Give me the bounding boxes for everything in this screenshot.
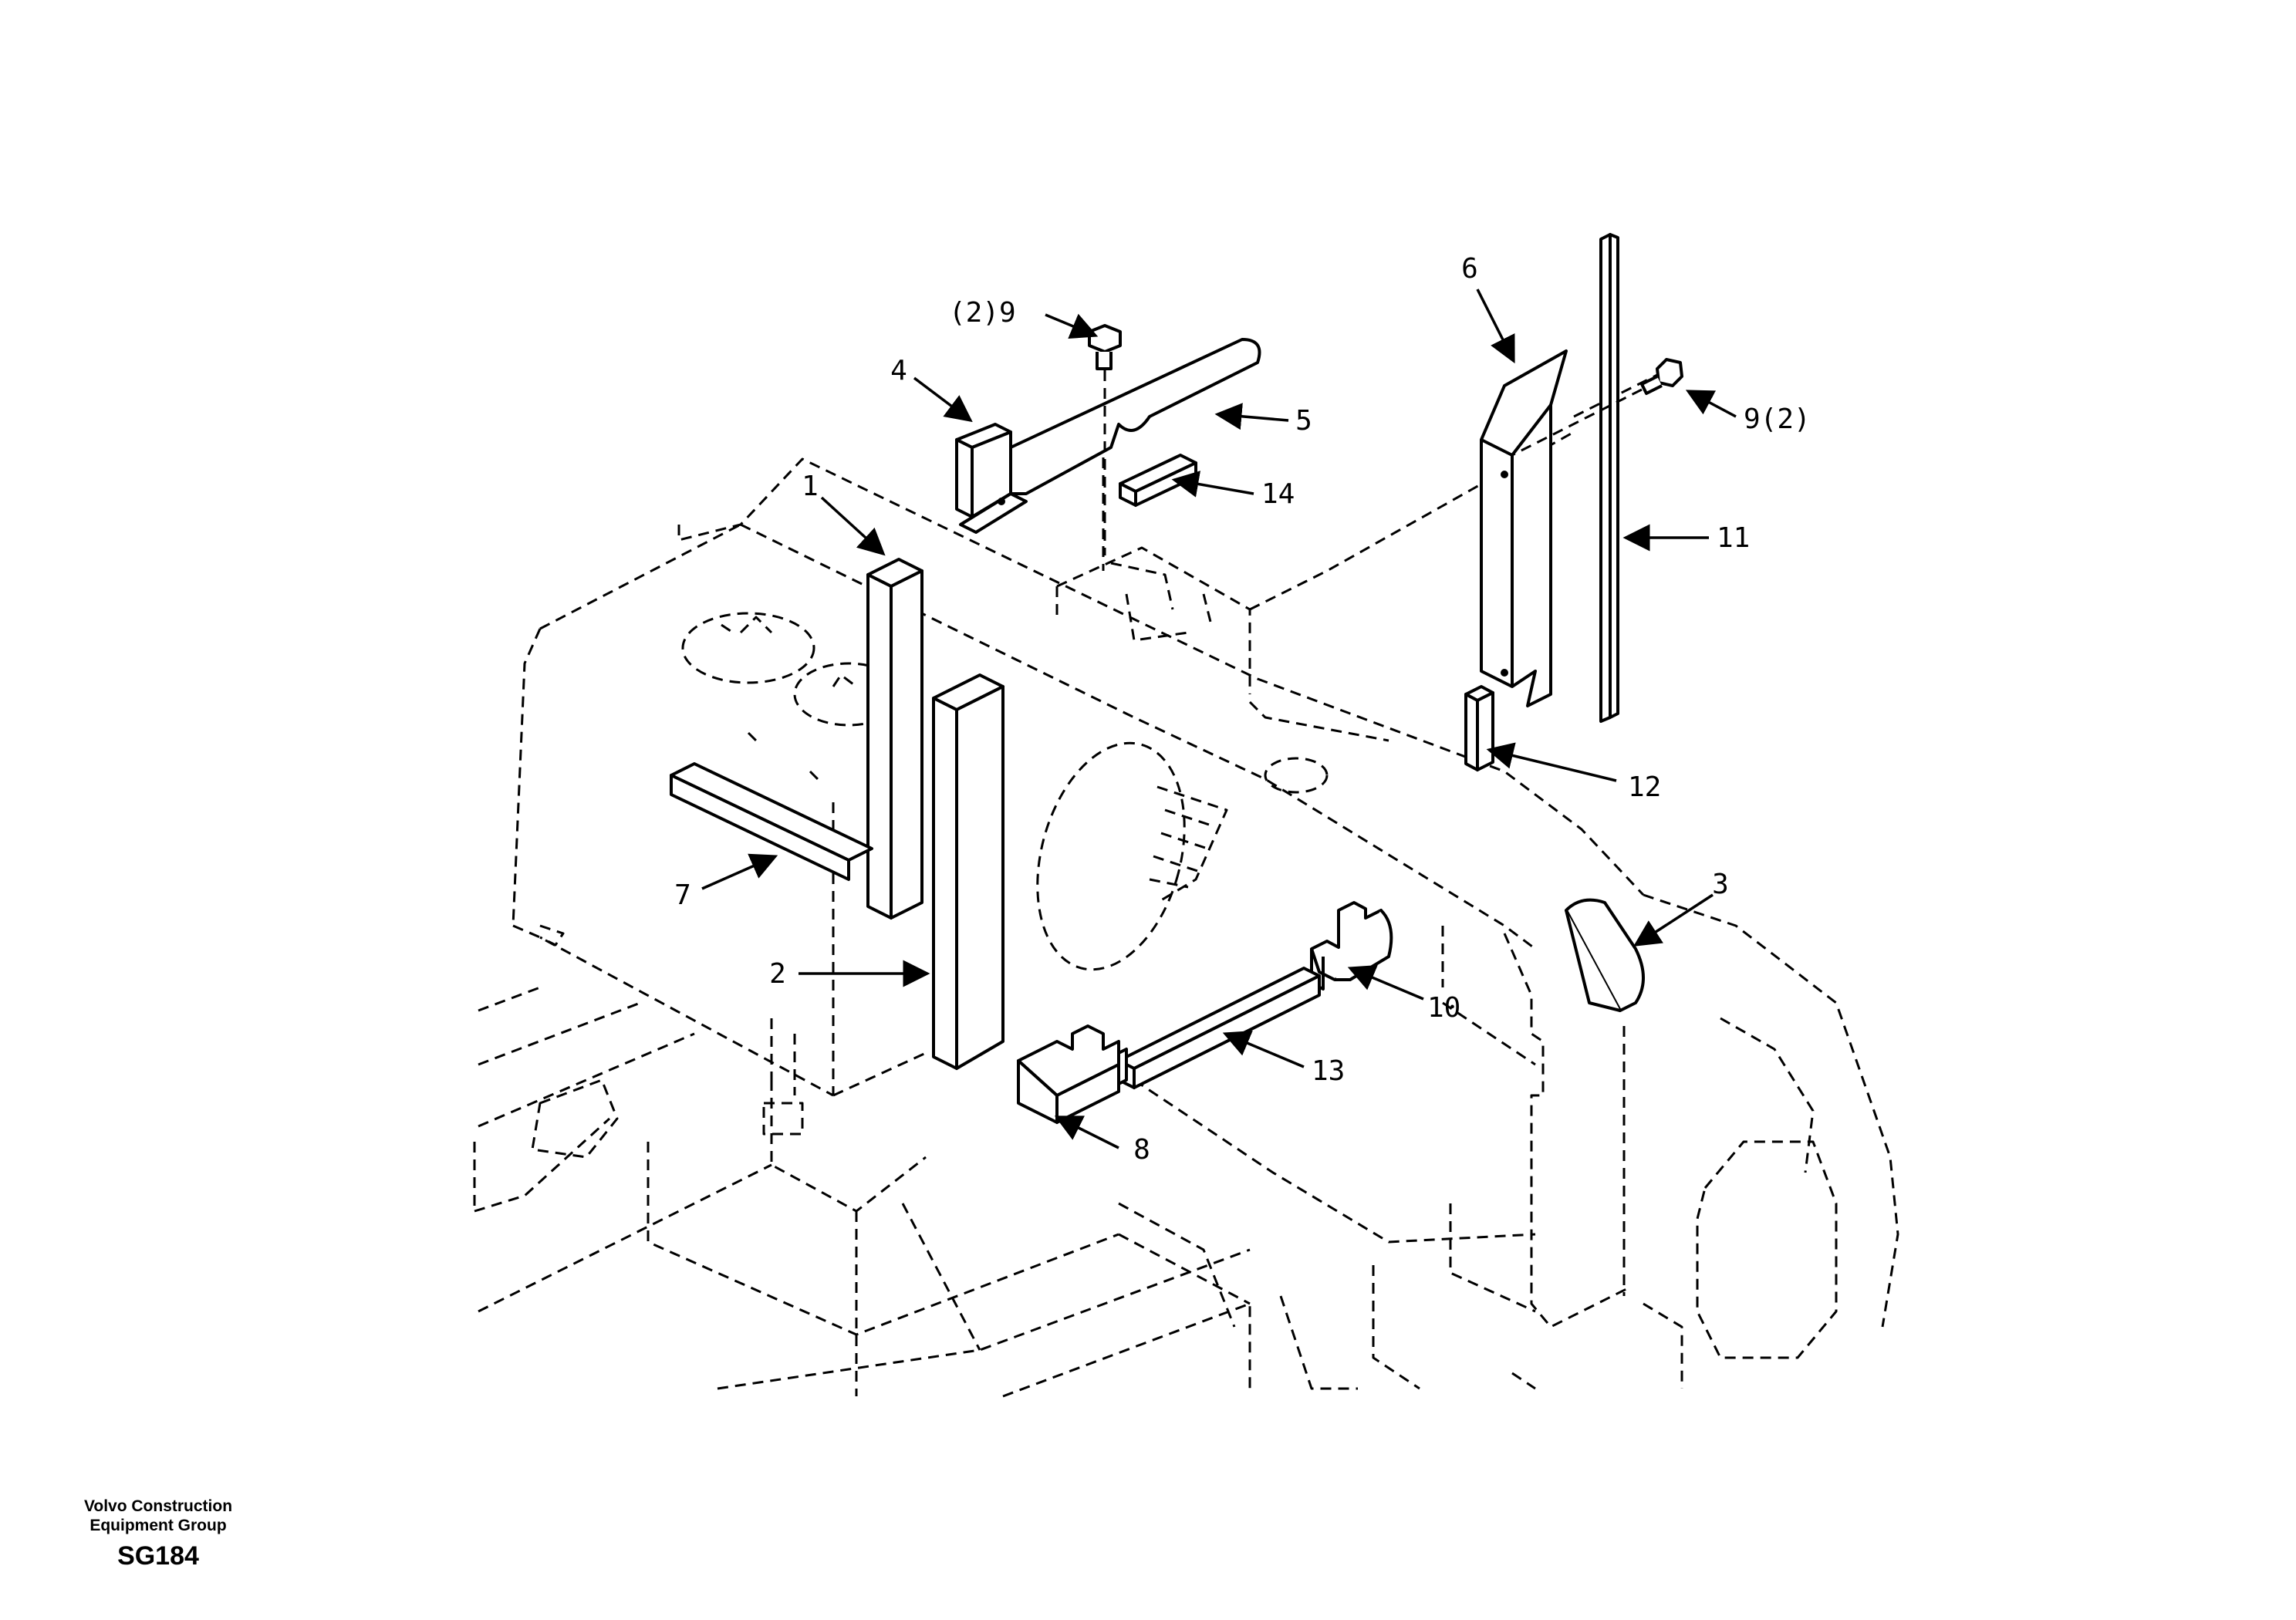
company-name: Volvo Construction Equipment Group: [83, 1497, 233, 1534]
bolt-axis-line: [1511, 388, 1643, 457]
callouts: 1 2 3 4 5 6 7 8 (2)9 9(2) 10 11 12 13 14: [674, 253, 1811, 1166]
callout-6: 6: [1461, 253, 1478, 285]
leader-9-right: [1685, 390, 1737, 418]
callout-1: 1: [802, 471, 819, 502]
callout-14: 14: [1261, 478, 1295, 510]
part-8-block: [1017, 1024, 1120, 1124]
leader-9-top: [1045, 313, 1099, 339]
callout-13: 13: [1312, 1055, 1345, 1087]
footer: Volvo Construction Equipment Group SG184: [31, 1497, 285, 1571]
leader-12: [1486, 742, 1617, 782]
leaders: [701, 289, 1737, 1149]
part-10-bracket: [1310, 901, 1393, 991]
callout-3: 3: [1712, 869, 1729, 900]
drawing-code: SG184: [117, 1541, 199, 1571]
leader-10: [1347, 965, 1424, 1001]
leader-5: [1214, 403, 1289, 430]
part-5-plate: [959, 338, 1261, 534]
part-7-bar: [670, 762, 873, 881]
part-12-channel: [1464, 685, 1494, 771]
callout-9-right: 9(2): [1744, 403, 1811, 435]
leader-14: [1171, 471, 1254, 498]
part-14-channel: [1119, 454, 1197, 507]
callout-4: 4: [890, 355, 907, 386]
callout-12: 12: [1628, 771, 1661, 803]
parts: [670, 233, 1683, 1124]
bolt-9-top: [1088, 324, 1122, 370]
leader-1: [820, 496, 886, 556]
callout-8: 8: [1133, 1134, 1150, 1166]
leader-3: [1633, 893, 1714, 947]
callout-9-top: (2)9: [949, 297, 1016, 329]
callout-10: 10: [1427, 992, 1460, 1024]
leader-4: [913, 376, 973, 423]
leader-6: [1476, 289, 1515, 364]
part-11-strip: [1599, 233, 1619, 723]
part-3-cap: [1565, 898, 1645, 1012]
part-2-slab: [932, 673, 1004, 1070]
callout-7: 7: [674, 879, 691, 911]
bolt-9-right: [1640, 358, 1683, 395]
callout-5: 5: [1295, 405, 1312, 437]
callout-11: 11: [1717, 522, 1750, 554]
callout-2: 2: [769, 958, 786, 990]
leader-13: [1222, 1031, 1305, 1068]
part-6-side-panel: [1480, 349, 1568, 707]
leader-8: [1054, 1115, 1119, 1149]
part-13-rail: [1094, 967, 1321, 1093]
leader-7: [701, 853, 778, 890]
part-1-post: [866, 558, 923, 920]
part-4-bracket: [955, 423, 1012, 518]
